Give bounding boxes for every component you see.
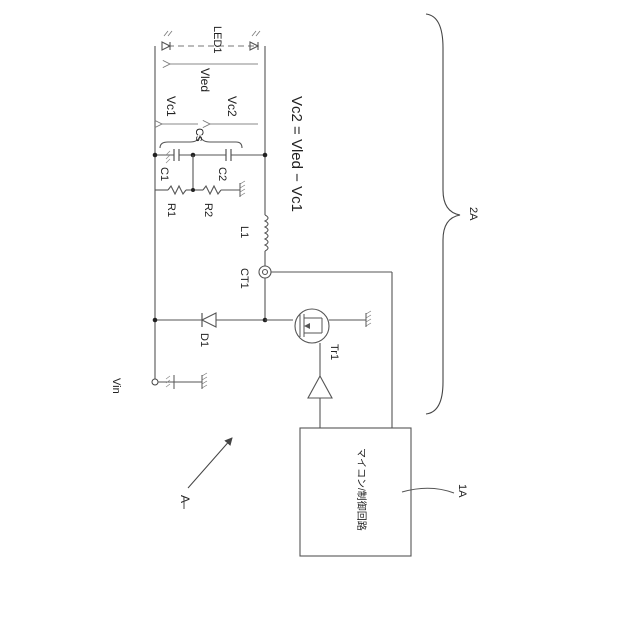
gate-driver-icon	[308, 376, 332, 398]
capacitor-c1-icon	[166, 149, 179, 163]
node-dot	[191, 188, 195, 192]
r1-label: R1	[165, 203, 177, 217]
vin-label: Vin	[110, 378, 122, 394]
resistor-r1-icon	[168, 186, 186, 194]
resistor-r2-icon	[203, 186, 221, 194]
ct1-label: CT1	[238, 268, 250, 289]
ground-vin-icon	[166, 373, 207, 389]
cs-label: Cs	[193, 128, 205, 142]
ref-1a-label: 1A	[456, 484, 468, 498]
arrow-a-label: A	[178, 495, 192, 503]
r2-label: R2	[202, 203, 214, 217]
mosfet-tr1-icon	[295, 309, 329, 343]
node-dot	[153, 153, 158, 158]
vc1-label: Vc1	[164, 96, 178, 117]
brace-2a	[426, 14, 460, 414]
vled-label: Vled	[198, 68, 212, 92]
tr1-label: Tr1	[328, 344, 340, 360]
vin-terminal-icon	[152, 379, 158, 385]
led-left-icon	[162, 31, 172, 50]
diode-d1-icon	[202, 313, 216, 327]
capacitor-c2-icon	[226, 149, 231, 161]
voltage-arrows: Vled Vc1 Vc2	[162, 64, 258, 124]
node-dot	[153, 318, 158, 323]
cs-bracket: Cs	[160, 128, 242, 148]
inductor-l1-icon	[265, 215, 268, 251]
d1-label: D1	[198, 333, 210, 347]
current-transformer-icon	[259, 266, 271, 278]
led-label: LED1	[211, 26, 223, 54]
c1-label: C1	[158, 167, 170, 181]
l1-label: L1	[238, 226, 250, 238]
led-right-icon	[250, 31, 260, 50]
controller-label: マイコン/制御回路	[355, 448, 368, 531]
vc2-label: Vc2	[225, 96, 239, 117]
view-arrow-a-icon	[188, 438, 232, 488]
ref-2a-label: 2A	[467, 207, 479, 221]
ground-source-icon	[366, 311, 371, 327]
ground-r2-icon	[240, 181, 245, 197]
node-dot	[263, 153, 268, 158]
equation-text: Vc2 = Vled − Vc1	[288, 96, 305, 212]
c2-label: C2	[216, 167, 228, 181]
led-string: LED1	[162, 26, 260, 54]
